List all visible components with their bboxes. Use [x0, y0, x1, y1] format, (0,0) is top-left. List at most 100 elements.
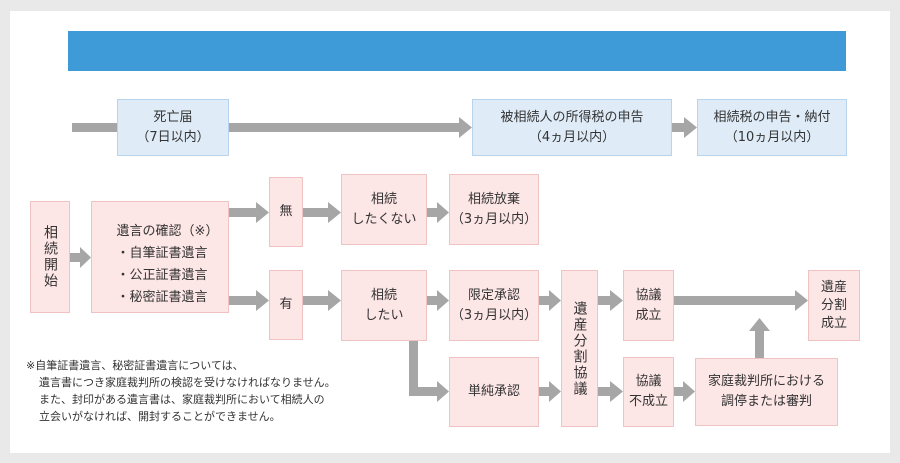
will-exists-label: 有 — [279, 297, 293, 312]
connector-line — [72, 123, 117, 132]
timeline-stage: 通夜 — [153, 12, 181, 28]
timeline-stage: 初七日 — [292, 12, 334, 28]
will-none-box: 無 — [269, 177, 303, 247]
estate-division-box: 遺産分割協議 — [561, 270, 598, 427]
inheritance-tax-deadline: （10ヵ月以内） — [724, 129, 820, 145]
income-tax-box: 被相続人の所得税の申告 （4ヵ月以内） — [472, 99, 672, 156]
will-exists-box: 有 — [269, 270, 303, 340]
no-inherit-line1: 相続 — [370, 191, 397, 207]
arrowhead — [437, 202, 449, 223]
family-court-line1: 家庭裁判所における — [707, 374, 825, 389]
connector-line — [598, 387, 612, 396]
renounce-box: 相続放棄 （3ヵ月以内） — [449, 174, 539, 245]
connector-line — [755, 330, 764, 358]
arrowhead — [328, 290, 341, 311]
arrowhead — [795, 290, 808, 311]
will-check-title: 遺言の確認（※） — [116, 224, 219, 239]
want-inherit-line2: したい — [364, 307, 404, 323]
timeline-arrow-icon: ▶ — [276, 15, 283, 25]
no-inherit-line2: したくない — [351, 211, 417, 227]
timeline-bar — [68, 31, 846, 71]
connector-line — [303, 208, 329, 217]
arrowhead — [610, 290, 623, 311]
want-inherit-box: 相続 したい — [341, 270, 427, 341]
arrowhead — [80, 247, 91, 268]
connector-line — [409, 341, 418, 396]
limited-approval-deadline: （3ヵ月以内） — [450, 307, 538, 323]
arrowhead — [256, 202, 269, 223]
timeline-stage: 3ヵ月 — [483, 12, 521, 28]
footnote-line: 遺言書につき家庭裁判所の検認を受けなければなりません。 — [39, 376, 336, 389]
arrowhead — [749, 318, 770, 331]
timeline-stage: 死亡 — [82, 12, 110, 28]
timeline-arrow-icon: ▶ — [356, 15, 363, 25]
arrowhead — [549, 290, 561, 311]
timeline-arrow-icon: ▶ — [675, 15, 682, 25]
renounce-deadline: （3ヵ月以内） — [450, 211, 538, 227]
arrowhead — [328, 202, 341, 223]
footnote: ※自筆証書遺言、秘密証書遺言については、 遺言書につき家庭裁判所の検認を受けなけ… — [26, 357, 426, 425]
division-complete-box: 遺産 分割 成立 — [808, 270, 860, 341]
agreement-line2: 成立 — [635, 307, 662, 323]
inheritance-start-label: 相続開始 — [42, 225, 58, 289]
will-type-item: ・自筆証書遺言 — [116, 246, 208, 261]
connector-line — [409, 387, 439, 396]
timeline-stage: 葬儀 — [228, 12, 256, 28]
connector-line — [427, 296, 439, 305]
no-inherit-box: 相続 したくない — [341, 174, 427, 245]
division-complete-line3: 成立 — [820, 315, 847, 331]
arrowhead — [684, 117, 697, 138]
timeline-stage: 四十九日 — [380, 12, 436, 28]
death-notice-title: 死亡届 — [153, 109, 193, 125]
arrowhead — [683, 381, 695, 402]
footnote-line: 立会いがなければ、開封することができません。 — [39, 410, 281, 423]
timeline-stage: 10ヵ月 — [721, 12, 769, 28]
connector-line — [229, 296, 257, 305]
income-tax-title: 被相続人の所得税の申告 — [500, 109, 644, 125]
arrowhead — [256, 290, 269, 311]
connector-line — [674, 296, 796, 305]
death-notice-deadline: （7日以内） — [136, 129, 210, 145]
connector-line — [672, 123, 684, 132]
limited-approval-box: 限定承認 （3ヵ月以内） — [449, 270, 539, 341]
connector-line — [303, 296, 329, 305]
simple-approval-label: 単純承認 — [467, 384, 520, 399]
will-type-item: ・秘密証書遺言 — [116, 290, 208, 305]
will-check-box: 遺言の確認（※） ・自筆証書遺言 ・公正証書遺言 ・秘密証書遺言 — [91, 201, 229, 313]
division-complete-line2: 分割 — [820, 297, 847, 313]
want-inherit-line1: 相続 — [370, 287, 397, 303]
footnote-line: また、封印がある遺言書は、家庭裁判所において相続人の — [39, 393, 325, 406]
connector-line — [539, 296, 551, 305]
connector-line — [427, 208, 439, 217]
arrowhead — [549, 381, 561, 402]
connector-line — [229, 123, 459, 132]
estate-division-label: 遺産分割協議 — [571, 300, 588, 397]
agreement-line1: 協議 — [635, 287, 662, 303]
timeline-stage: 4ヵ月 — [588, 12, 626, 28]
renounce-title: 相続放棄 — [467, 191, 520, 207]
timeline-arrow-icon: ▶ — [130, 15, 137, 25]
footnote-line: ※自筆証書遺言、秘密証書遺言については、 — [26, 359, 244, 372]
limited-approval-title: 限定承認 — [467, 287, 520, 303]
agreement-failed-box: 協議 不成立 — [623, 357, 674, 427]
death-notice-box: 死亡届 （7日以内） — [117, 99, 229, 156]
timeline-arrow-icon: ▶ — [558, 15, 565, 25]
simple-approval-box: 単純承認 — [449, 357, 539, 427]
timeline-arrow-icon: ▶ — [460, 15, 467, 25]
family-court-box: 家庭裁判所における 調停または審判 — [695, 358, 838, 426]
will-type-item: ・公正証書遺言 — [116, 268, 208, 283]
connector-line — [539, 387, 551, 396]
timeline-arrow-icon: ▶ — [201, 15, 208, 25]
family-court-line2: 調停または審判 — [720, 394, 812, 409]
connector-line — [70, 253, 82, 262]
arrowhead — [459, 117, 472, 138]
inheritance-tax-title: 相続税の申告・納付 — [713, 109, 831, 125]
failed-line2: 不成立 — [628, 394, 668, 409]
failed-line1: 協議 — [635, 374, 662, 389]
connector-line — [598, 296, 612, 305]
connector-line — [674, 387, 684, 396]
division-complete-line1: 遺産 — [820, 279, 847, 295]
connector-line — [229, 208, 257, 217]
will-none-label: 無 — [279, 204, 293, 219]
